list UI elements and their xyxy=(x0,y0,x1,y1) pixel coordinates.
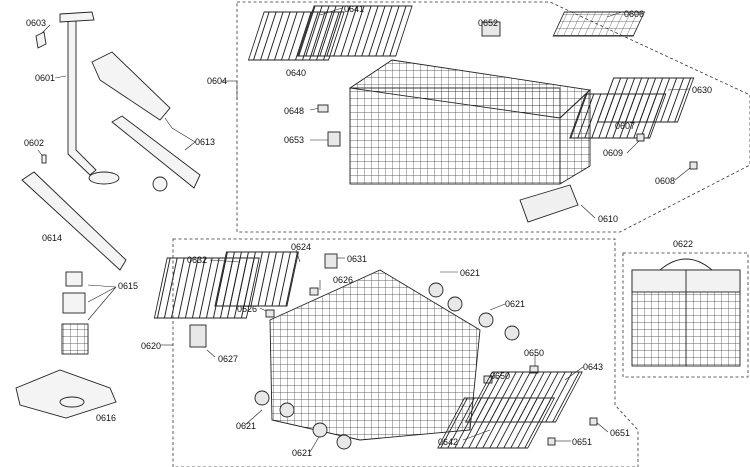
wheels-0621 xyxy=(254,282,520,450)
label-0641: 0641 xyxy=(344,4,365,14)
label-0621-d: 0621 xyxy=(292,448,313,458)
label-0615: 0615 xyxy=(118,281,139,291)
label-0609: 0609 xyxy=(603,148,624,158)
label-0606: 0606 xyxy=(624,9,645,19)
rack-clip-0648 xyxy=(317,104,329,113)
label-0648: 0648 xyxy=(284,106,305,116)
label-0602: 0602 xyxy=(24,138,45,148)
label-0614: 0614 xyxy=(42,233,63,243)
upper-rack-group xyxy=(247,5,698,223)
clip-0626b xyxy=(265,309,275,318)
clip-0627 xyxy=(189,324,207,348)
label-0621-b: 0621 xyxy=(505,299,526,309)
clip-0608 xyxy=(689,161,698,170)
label-0630: 0630 xyxy=(692,85,713,95)
clip-0651b xyxy=(547,437,556,446)
clip-0651a xyxy=(589,417,598,426)
rack-roller-0653 xyxy=(327,131,341,147)
label-0616: 0616 xyxy=(96,413,117,423)
clip-0626a xyxy=(309,287,319,296)
filter-0615b xyxy=(62,292,86,314)
clip-0631 xyxy=(324,253,338,269)
filter-0615a xyxy=(65,271,83,287)
lower-spray-arm-0614 xyxy=(21,171,127,271)
bracket-0652 xyxy=(481,21,501,37)
label-0627: 0627 xyxy=(218,354,239,364)
label-0652: 0652 xyxy=(478,18,499,28)
label-0642: 0642 xyxy=(438,437,459,447)
supply-tube-0601 xyxy=(67,13,97,176)
label-0608: 0608 xyxy=(655,176,676,186)
label-0631: 0631 xyxy=(347,254,368,264)
label-0626-b: 0626 xyxy=(237,304,258,314)
cup-shelf-0606 xyxy=(552,11,646,37)
label-0622: 0622 xyxy=(673,239,694,249)
label-0621-c: 0621 xyxy=(236,421,257,431)
label-0643: 0643 xyxy=(583,362,604,372)
label-0620: 0620 xyxy=(141,341,162,351)
label-0653: 0653 xyxy=(284,135,305,145)
label-0603: 0603 xyxy=(26,18,47,28)
label-0632: 0632 xyxy=(187,255,208,265)
lower-basket-0620 xyxy=(269,269,481,441)
label-0651-a: 0651 xyxy=(610,428,631,438)
label-0650-b: 0650 xyxy=(490,371,511,381)
label-0610: 0610 xyxy=(598,214,619,224)
spray-arm-assembly xyxy=(15,11,201,419)
tine-row-0640 xyxy=(247,11,345,61)
cutlery-basket-0622 xyxy=(631,258,741,367)
filter-0615c xyxy=(61,323,89,355)
rail-0610 xyxy=(519,184,579,223)
cutlery-basket-border xyxy=(622,252,749,378)
label-0604: 0604 xyxy=(207,76,228,86)
label-0651-b: 0651 xyxy=(572,437,593,447)
tine-row-0607 xyxy=(569,93,667,139)
label-0601: 0601 xyxy=(35,73,56,83)
upper-spray-arm-0613a xyxy=(91,51,171,121)
clip-0609 xyxy=(636,133,645,142)
lower-rack-group-border xyxy=(172,238,639,467)
tine-row-0624 xyxy=(214,251,299,307)
label-0613: 0613 xyxy=(195,137,216,147)
label-0626-a: 0626 xyxy=(333,275,354,285)
label-0640: 0640 xyxy=(286,68,307,78)
label-0624: 0624 xyxy=(291,242,312,252)
filter-cover-0616 xyxy=(15,369,117,419)
label-0621-a: 0621 xyxy=(460,268,481,278)
label-0607: 0607 xyxy=(615,121,636,131)
lower-rack-group xyxy=(153,251,598,450)
label-0650-a: 0650 xyxy=(524,348,545,358)
tine-row-0642 xyxy=(437,397,556,449)
